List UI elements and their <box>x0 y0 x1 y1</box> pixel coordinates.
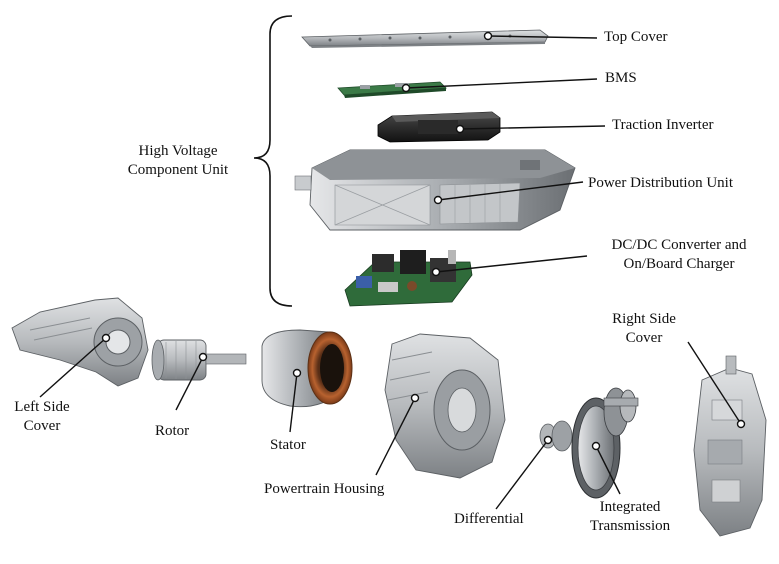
rotor-part <box>151 339 247 381</box>
leader-top-cover <box>487 35 598 39</box>
marker-top-cover <box>483 31 493 41</box>
marker-integrated <box>591 441 601 451</box>
leader-lines <box>39 35 742 510</box>
leader-traction-inverter <box>459 125 606 130</box>
label-right-side-cover-line1: Right Side <box>612 311 676 327</box>
leader-right-side-cover <box>687 341 742 425</box>
label-integrated-line2: Transmission <box>589 518 671 534</box>
label-left-side-cover: Left Side Cover <box>2 398 82 436</box>
marker-housing <box>410 393 420 403</box>
label-dcdc-line1: DC/DC Converter and <box>611 237 747 253</box>
top-cover-part <box>301 29 549 48</box>
bms-part <box>337 81 447 98</box>
group-bracket <box>253 15 293 307</box>
stator-part <box>261 329 353 408</box>
integrated-transmission-part <box>571 387 639 499</box>
leader-stator <box>289 372 298 433</box>
label-dcdc: DC/DC Converter and On/Board Charger <box>590 236 768 274</box>
marker-right-side-cover <box>736 419 746 429</box>
label-right-side-cover: Right Side Cover <box>598 310 690 348</box>
leader-integrated <box>595 445 621 495</box>
marker-rotor <box>198 352 208 362</box>
label-stator: Stator <box>270 437 306 453</box>
leader-left-side-cover <box>39 337 107 398</box>
right-side-cover-part <box>693 355 767 537</box>
label-top-cover: Top Cover <box>604 29 668 45</box>
power-distribution-unit-part <box>294 149 576 231</box>
label-differential: Differential <box>454 511 524 527</box>
label-left-side-cover-line1: Left Side <box>14 399 70 415</box>
dcdc-charger-part <box>344 250 473 307</box>
label-rotor: Rotor <box>155 423 190 439</box>
left-side-cover-part <box>11 297 149 387</box>
leader-rotor <box>175 356 204 411</box>
leader-bms <box>405 78 598 89</box>
marker-stator <box>292 368 302 378</box>
marker-traction-inverter <box>455 124 465 134</box>
powertrain-housing-part <box>384 333 506 479</box>
marker-pdu <box>433 195 443 205</box>
marker-bms <box>401 83 411 93</box>
group-label: High Voltage Component Unit <box>108 142 248 180</box>
differential-part <box>539 420 573 452</box>
leader-dcdc <box>435 255 588 273</box>
leader-housing <box>375 397 416 476</box>
label-left-side-cover-line2: Cover <box>23 418 61 434</box>
label-dcdc-line2: On/Board Charger <box>623 256 735 272</box>
marker-left-side-cover <box>101 333 111 343</box>
label-integrated-line1: Integrated <box>599 499 661 515</box>
label-bms: BMS <box>605 70 637 86</box>
label-traction-inverter: Traction Inverter <box>612 117 714 133</box>
label-pdu: Power Distribution Unit <box>588 175 733 191</box>
traction-inverter-part <box>377 111 501 143</box>
leader-pdu <box>437 181 584 201</box>
group-label-line1: High Voltage <box>138 143 218 159</box>
marker-dcdc <box>431 267 441 277</box>
leader-markers <box>101 31 746 451</box>
marker-differential <box>543 435 553 445</box>
leader-differential <box>495 439 549 510</box>
label-integrated-transmission: Integrated Transmission <box>580 498 680 536</box>
label-housing: Powertrain Housing <box>264 481 385 497</box>
label-right-side-cover-line2: Cover <box>625 330 663 346</box>
group-label-line2: Component Unit <box>127 162 229 178</box>
